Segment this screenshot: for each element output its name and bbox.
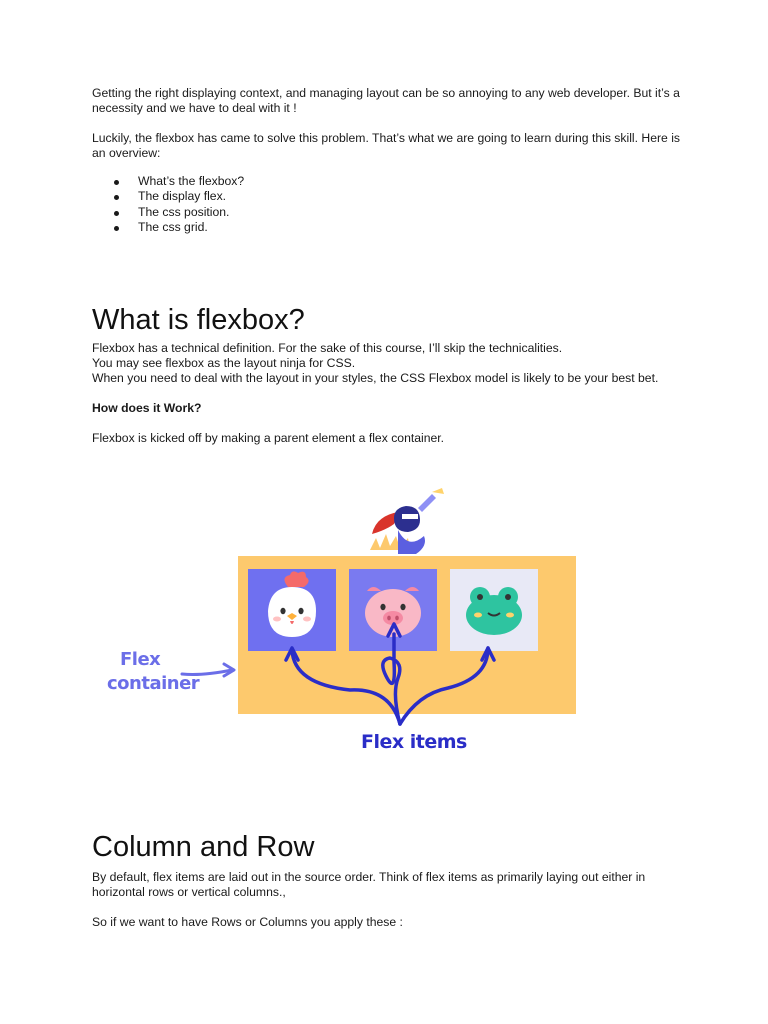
- list-item: The css grid.: [92, 220, 692, 235]
- column-row-section: Column and Row By default, flex items ar…: [92, 830, 692, 930]
- flexbox-kickoff-paragraph: Flexbox is kicked off by making a parent…: [92, 431, 445, 446]
- document-body: Getting the right displaying context, an…: [92, 86, 692, 446]
- illustration-overlay: [180, 488, 496, 726]
- list-item: What’s the flexbox?: [92, 174, 692, 189]
- bullet-icon: [114, 210, 119, 216]
- flexbox-illustration: Flex container Flex items: [98, 478, 598, 768]
- bullet-icon: [114, 225, 119, 231]
- heading-what-is-flexbox: What is flexbox?: [92, 304, 305, 337]
- intro-paragraph-1: Getting the right displaying context, an…: [92, 86, 680, 115]
- column-row-paragraph-1: By default, flex items are laid out in t…: [92, 870, 646, 899]
- pig-icon: [365, 587, 421, 637]
- intro-paragraph-2: Luckily, the flexbox has came to solve t…: [92, 131, 680, 160]
- list-item: The display flex.: [92, 189, 692, 204]
- flex-item-chicken: [248, 569, 336, 651]
- list-item: The css position.: [92, 205, 692, 220]
- bullet-icon: [114, 195, 119, 201]
- flex-items-arrows: [284, 622, 496, 726]
- flex-container-box: [238, 556, 576, 714]
- column-row-paragraph-2: So if we want to have Rows or Columns yo…: [92, 915, 403, 929]
- subheading-how-does-it-work: How does it Work?: [92, 401, 202, 416]
- chicken-icon: [268, 571, 316, 637]
- heading-column-and-row: Column and Row: [92, 831, 315, 863]
- ninja-icon: [370, 488, 444, 554]
- flex-items-label: Flex items: [361, 731, 467, 753]
- frog-icon: [466, 587, 522, 635]
- flex-container-label: Flex container: [107, 649, 200, 694]
- bullet-icon: [114, 180, 119, 185]
- overview-list: What’s the flexbox? The display flex. Th…: [92, 174, 692, 235]
- flexbox-definition: Flexbox has a technical definition. For …: [92, 341, 659, 386]
- flex-item-frog: [450, 569, 538, 651]
